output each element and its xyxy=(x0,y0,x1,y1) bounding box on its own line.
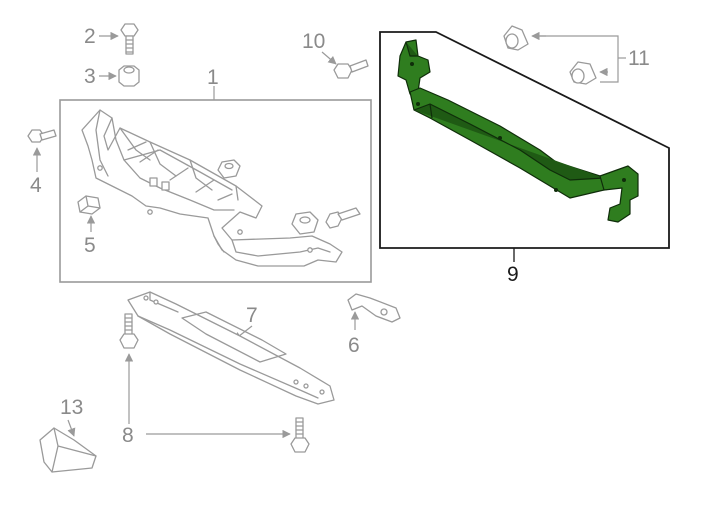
part-2-bolt: 2 xyxy=(84,23,139,55)
part-1-frame xyxy=(59,99,372,283)
callout-13: 13 xyxy=(60,396,83,419)
callout-5: 5 xyxy=(84,234,96,257)
callout-2: 2 xyxy=(84,25,96,48)
callout-3: 3 xyxy=(84,65,96,88)
part-4-bolt: 4 xyxy=(27,129,57,197)
part-7-plate: 7 xyxy=(127,291,335,405)
callout-4: 4 xyxy=(30,174,42,197)
clip-11-upper xyxy=(503,25,529,51)
part-10-bolt: 10 xyxy=(302,30,369,79)
callout-11: 11 xyxy=(628,47,650,70)
callout-8: 8 xyxy=(122,424,134,447)
callout-10: 10 xyxy=(302,30,325,53)
callout-6: 6 xyxy=(348,334,360,357)
leader-13 xyxy=(67,419,76,437)
part-5-clip: 5 xyxy=(77,195,101,257)
frame-nut-right xyxy=(291,211,319,235)
clip-11-lower xyxy=(569,61,597,85)
callout-1: 1 xyxy=(207,66,219,89)
radiator-support-frame xyxy=(81,109,343,267)
part-9-group: 9 xyxy=(379,31,670,286)
part-8-bolts: 8 xyxy=(119,313,310,453)
part-9-frame xyxy=(379,31,670,249)
bolt-8-right xyxy=(290,417,310,453)
frame-nut-upper xyxy=(217,159,241,179)
part-11-clips: 11 xyxy=(503,25,650,85)
radiator-support-bar-highlighted xyxy=(397,39,639,223)
frame-bolt-right xyxy=(325,207,361,229)
part-6-bracket: 6 xyxy=(347,293,401,357)
callout-9: 9 xyxy=(507,263,519,286)
leader-10 xyxy=(321,51,337,65)
bolt-8-left xyxy=(119,313,139,349)
part-3-nut: 3 xyxy=(84,65,140,88)
part-13-wedge: 13 xyxy=(39,396,97,473)
leader-11-bracket xyxy=(536,35,619,83)
part-1-group: 1 xyxy=(59,66,372,283)
callout-7: 7 xyxy=(246,304,258,327)
